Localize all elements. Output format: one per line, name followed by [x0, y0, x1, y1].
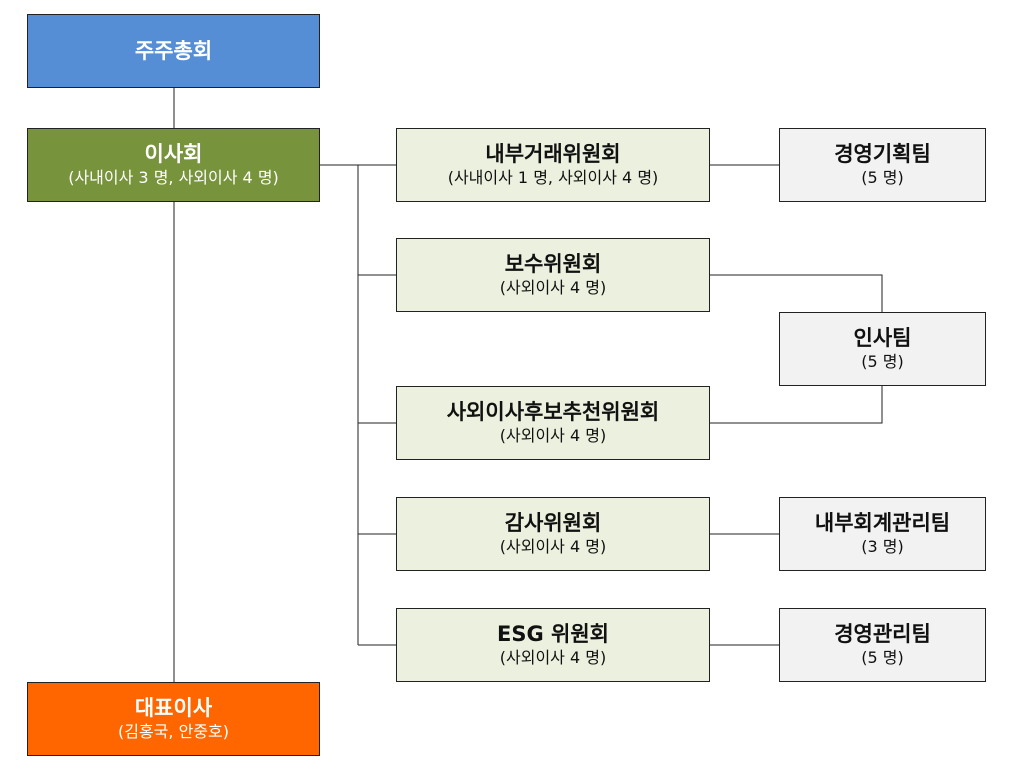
committee-sub: (사외이사 4 명) — [499, 648, 607, 667]
team-sub: (5 명) — [861, 352, 904, 371]
ceo-box: 대표이사 (김홍국, 안중호) — [27, 682, 320, 756]
ceo-sub: (김홍국, 안중호) — [118, 722, 229, 741]
committee-nomination: 사외이사후보추천위원회 (사외이사 4 명) — [396, 386, 710, 460]
committee-sub: (사외이사 4 명) — [499, 537, 607, 556]
team-sub: (5 명) — [861, 168, 904, 187]
board-sub: (사내이사 3 명, 사외이사 4 명) — [68, 168, 279, 187]
committee-remuneration: 보수위원회 (사외이사 4 명) — [396, 238, 710, 312]
team-management: 경영관리팀 (5 명) — [779, 608, 986, 682]
board-box: 이사회 (사내이사 3 명, 사외이사 4 명) — [27, 128, 320, 202]
team-hr: 인사팀 (5 명) — [779, 312, 986, 386]
team-title: 경영기획팀 — [834, 142, 931, 166]
committee-title: 감사위원회 — [504, 511, 602, 535]
team-internal-accounting: 내부회계관리팀 (3 명) — [779, 497, 986, 571]
committee-title: 내부거래위원회 — [485, 142, 621, 166]
team-title: 인사팀 — [853, 326, 912, 350]
team-management-planning: 경영기획팀 (5 명) — [779, 128, 986, 202]
shareholders-title: 주주총회 — [134, 39, 213, 63]
shareholders-meeting-box: 주주총회 — [27, 14, 320, 88]
committee-sub: (사내이사 1 명, 사외이사 4 명) — [447, 168, 659, 187]
team-sub: (5 명) — [861, 648, 904, 667]
committee-title: ESG 위원회 — [497, 622, 609, 646]
line-nomination-hr — [710, 386, 883, 424]
committee-sub: (사외이사 4 명) — [499, 278, 607, 297]
ceo-title: 대표이사 — [134, 696, 213, 720]
committee-title: 보수위원회 — [504, 252, 602, 276]
committee-audit: 감사위원회 (사외이사 4 명) — [396, 497, 710, 571]
team-title: 경영관리팀 — [834, 622, 931, 646]
board-title: 이사회 — [144, 142, 203, 166]
committee-esg: ESG 위원회 (사외이사 4 명) — [396, 608, 710, 682]
committee-internal-transactions: 내부거래위원회 (사내이사 1 명, 사외이사 4 명) — [396, 128, 710, 202]
line-remuneration-hr — [710, 274, 883, 312]
team-title: 내부회계관리팀 — [814, 511, 951, 535]
committee-sub: (사외이사 4 명) — [499, 426, 607, 445]
team-sub: (3 명) — [861, 537, 904, 556]
committee-title: 사외이사후보추천위원회 — [446, 400, 660, 424]
